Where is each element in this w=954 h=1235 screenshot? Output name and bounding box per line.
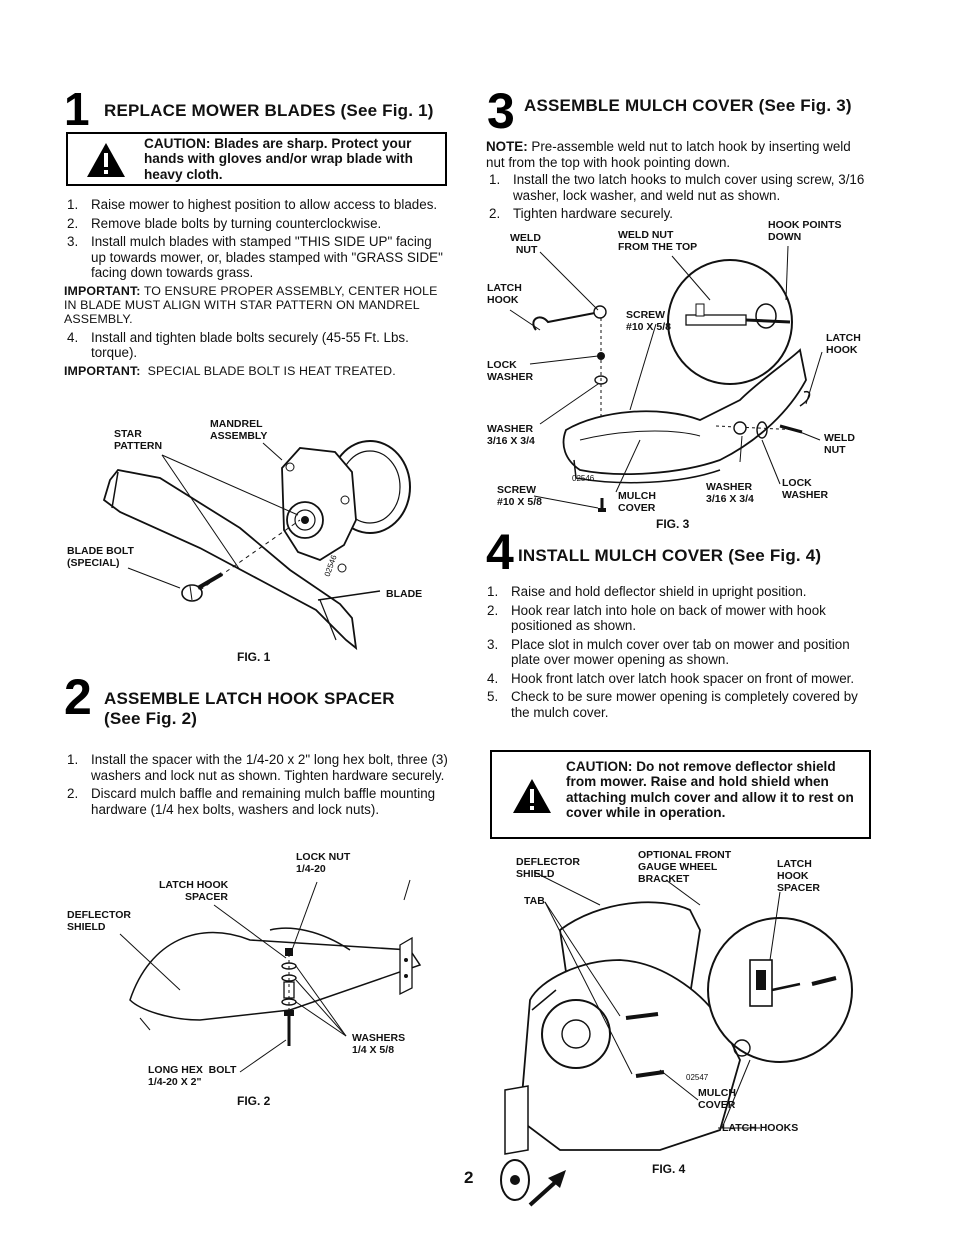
step-item: 2.Remove blade bolts by turning counterc… — [67, 215, 382, 231]
important-note-2: IMPORTANT: SPECIAL BLADE BOLT IS HEAT TR… — [64, 363, 396, 378]
step-item: 2.Hook rear latch into hole on back of m… — [487, 602, 826, 634]
step-number-2: 2 — [64, 669, 92, 725]
fig3-label-weld-nut: WELD NUT — [510, 232, 541, 256]
step-item: 2.Tighten hardware securely. — [489, 206, 674, 221]
caution-text-blades: CAUTION: Blades are sharp. Protect your … — [144, 136, 413, 182]
fig4-label-latch-hooks: LATCH HOOKS — [722, 1122, 799, 1134]
caution-box-deflector: CAUTION: Do not remove deflector shield … — [490, 750, 871, 839]
section-3-body: NOTE: Pre-assemble weld nut to latch hoo… — [486, 139, 871, 225]
step-item: 1.Raise and hold deflector shield in upr… — [487, 584, 807, 599]
section-4-body: 1.Raise and hold deflector shield in upr… — [484, 584, 869, 723]
section-3-title: ASSEMBLE MULCH COVER (See Fig. 3) — [524, 96, 852, 115]
step-number-1: 1 — [64, 83, 90, 135]
section-1-title: REPLACE MOWER BLADES (See Fig. 1) — [104, 101, 434, 120]
step-item: 4.Hook front latch over latch hook space… — [487, 670, 855, 686]
fig3-label-screw: SCREW#10 X 5/8 — [626, 309, 671, 333]
fig1-label-blade-bolt: BLADE BOLT(SPECIAL) — [67, 545, 134, 569]
important-note-1: IMPORTANT: TO ENSURE PROPER ASSEMBLY, CE… — [64, 283, 438, 326]
note-paragraph: NOTE: Pre-assemble weld nut to latch hoo… — [486, 139, 851, 170]
step-item: 1.Install the spacer with the 1/4-20 x 2… — [67, 752, 448, 783]
step-item: 2.Discard mulch baffle and remaining mul… — [67, 786, 436, 817]
caution-text-deflector: CAUTION: Do not remove deflector shield … — [566, 759, 854, 820]
caution-box-blades: CAUTION: Blades are sharp. Protect your … — [66, 132, 447, 186]
warning-triangle-icon — [87, 143, 125, 177]
section-2-title: ASSEMBLE LATCH HOOK SPACER(See Fig. 2) — [104, 689, 395, 728]
fig4-caption: FIG. 4 — [652, 1162, 686, 1176]
fig1-caption: FIG. 1 — [237, 650, 271, 664]
step-item: 1.Raise mower to highest position to all… — [67, 197, 438, 212]
step-number-3: 3 — [487, 83, 515, 139]
fig4-label-tab: TAB — [524, 895, 545, 907]
step-item: 4.Install and tighten blade bolts secure… — [67, 329, 409, 361]
fig4-part-number: 02547 — [686, 1073, 709, 1082]
step-item: 3.Install mulch blades with stamped "THI… — [67, 234, 443, 280]
step-number-4: 4 — [486, 524, 514, 580]
fig3-label-screw-bottom: SCREW#10 X 5/8 — [497, 484, 542, 508]
fig3-part-number: 02546 — [572, 474, 595, 483]
page-number: 2 — [464, 1168, 474, 1187]
section-2-body: 1.Install the spacer with the 1/4-20 x 2… — [64, 752, 448, 820]
step-item: 1.Install the two latch hooks to mulch c… — [489, 172, 865, 203]
step-item: 3.Place slot in mulch cover over tab on … — [487, 636, 850, 668]
fig3-caption: FIG. 3 — [656, 517, 690, 531]
section-1-body: 1.Raise mower to highest position to all… — [64, 197, 448, 382]
section-4-title: INSTALL MULCH COVER (See Fig. 4) — [518, 546, 822, 565]
step-item: 5.Check to be sure mower opening is comp… — [487, 689, 858, 720]
fig1-label-blade: BLADE — [386, 588, 423, 600]
fig2-caption: FIG. 2 — [237, 1094, 271, 1108]
warning-triangle-icon — [513, 779, 551, 813]
